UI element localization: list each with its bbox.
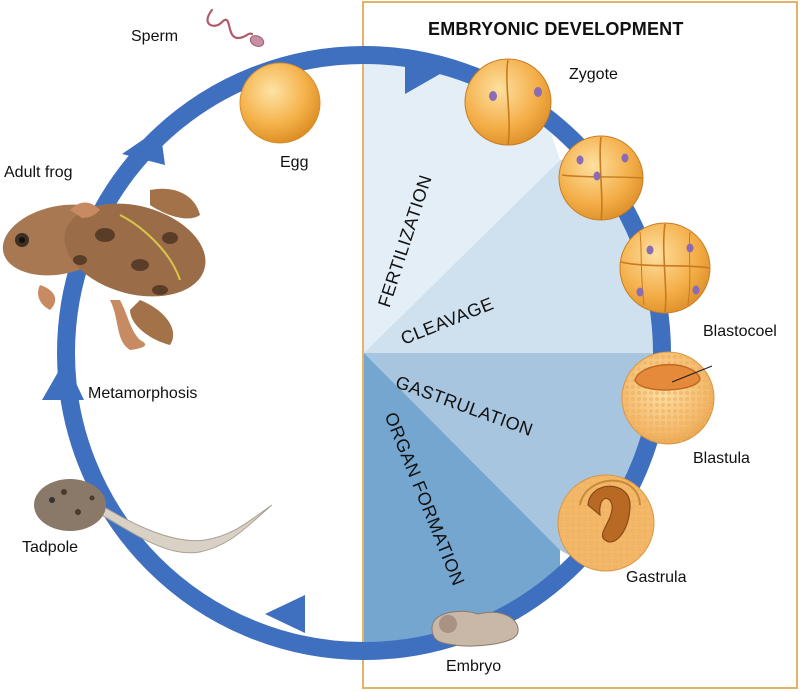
gastrula-label: Gastrula bbox=[626, 569, 687, 586]
arrowhead-top bbox=[405, 55, 440, 94]
metamorphosis-label: Metamorphosis bbox=[88, 385, 198, 402]
eight-cell-illustration bbox=[619, 222, 711, 314]
blastula-illustration bbox=[621, 351, 715, 445]
cycle-arrows bbox=[42, 55, 440, 633]
sperm-label: Sperm bbox=[131, 28, 179, 45]
adult-frog-label: Adult frog bbox=[4, 164, 73, 181]
arrowhead-upper-left bbox=[122, 128, 165, 165]
tadpole-illustration bbox=[34, 479, 273, 554]
adult-frog-illustration bbox=[2, 188, 206, 350]
four-cell-illustration bbox=[558, 135, 644, 221]
zygote-illustration bbox=[464, 58, 552, 146]
arrowhead-bottom bbox=[265, 595, 305, 633]
egg-label: Egg bbox=[280, 154, 309, 171]
embryo-label: Embryo bbox=[446, 658, 502, 675]
egg-illustration bbox=[239, 62, 321, 144]
embryonic-panel bbox=[362, 1, 798, 689]
blastocoel-label: Blastocoel bbox=[703, 323, 777, 340]
sperm-illustration bbox=[206, 8, 265, 47]
blastula-label: Blastula bbox=[693, 450, 750, 467]
zygote-label: Zygote bbox=[569, 66, 618, 83]
arrowhead-lower-left bbox=[42, 360, 84, 400]
panel-title: EMBRYONIC DEVELOPMENT bbox=[428, 19, 684, 39]
embryo-illustration bbox=[431, 610, 519, 647]
gastrula-illustration bbox=[557, 474, 655, 572]
organ-formation-wedge bbox=[364, 353, 560, 651]
tadpole-label: Tadpole bbox=[22, 539, 79, 556]
